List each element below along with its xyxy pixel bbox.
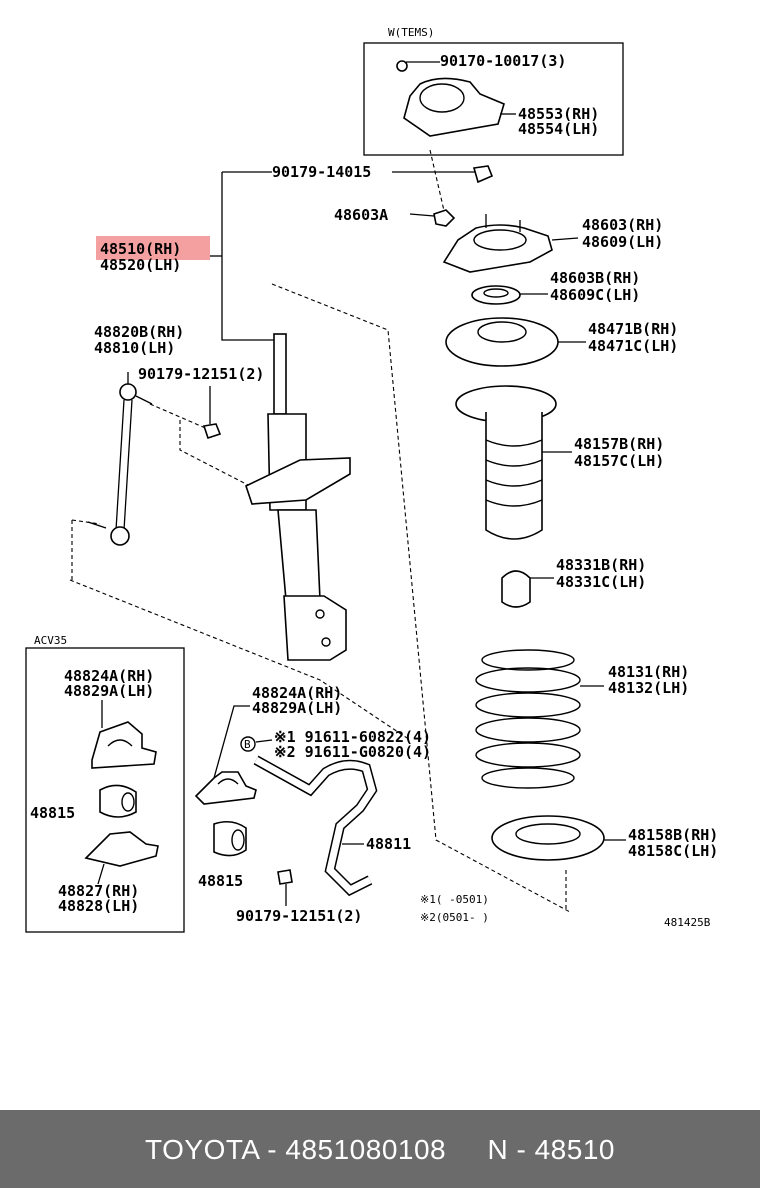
part-label-48157b[interactable]: 48157B(RH) [574,435,664,453]
note-2: ※2(0501- ) [420,911,489,924]
part-label-48820b[interactable]: 48820B(RH) [94,323,184,341]
part-label-48603[interactable]: 48603(RH) [582,216,663,234]
part-label-48603b[interactable]: 48603B(RH) [550,269,640,287]
part-label-48520[interactable]: 48520(LH) [100,256,181,274]
part-label-48815[interactable]: 48815 [198,872,243,890]
inset-part-label-48828[interactable]: 48828(LH) [58,897,139,915]
footer-bar: TOYOTA - 4851080108 N - 48510 [0,1110,760,1188]
link-dash-2 [179,420,251,487]
part-label-48157c[interactable]: 48157C(LH) [574,452,664,470]
assembly-outline [271,283,571,913]
inset-part-label-48824a[interactable]: 48824A(RH) [64,667,154,685]
spring-lower-insulator-icon [491,815,626,861]
nut-icon [396,60,408,72]
part-label-48158c[interactable]: 48158C(LH) [628,842,718,860]
part-label-48158b[interactable]: 48158B(RH) [628,826,718,844]
part-label-90179-12151-lower[interactable]: 90179-12151(2) [236,907,362,925]
bound-stopper-icon [501,570,554,608]
stabilizer-link-icon [87,372,153,546]
inset-part-label-48829a[interactable]: 48829A(LH) [64,682,154,700]
inset-bushing-icon [99,784,137,818]
link-dash [149,403,211,431]
part-label-90179-12151-upper[interactable]: 90179-12151(2) [138,365,264,383]
bearing-icon [471,285,548,305]
spring-upper-seat-icon [445,317,586,367]
tems-group-frame [363,42,624,156]
bar-bracket-icon [194,705,257,805]
part-label-48554[interactable]: 48554(LH) [518,120,599,138]
inset-plate-icon [84,831,159,885]
part-label-48810[interactable]: 48810(LH) [94,339,175,357]
inset-label: ACV35 [34,634,67,647]
coil-spring-icon [475,649,604,789]
assembly-outline-tick [71,519,101,525]
link-nut-icon [202,386,222,440]
support-mount-icon [442,214,579,273]
b-marker: B [244,738,251,751]
part-label-48131[interactable]: 48131(RH) [608,663,689,681]
inset-bracket-icon [91,700,157,769]
group-label: W(TEMS) [388,26,434,39]
part-label-48829a[interactable]: 48829A(LH) [252,699,342,717]
upper-nut-icon [472,165,494,184]
part-label-48510[interactable]: 48510(RH) [100,240,181,258]
inset-part-label-48827[interactable]: 48827(RH) [58,882,139,900]
note-1: ※1( -0501) [420,893,489,906]
mount-nut-icon [409,209,456,227]
mount-dash [429,149,446,216]
part-label-90170-10017[interactable]: 90170-10017(3) [440,52,566,70]
strut-bracket [221,172,278,341]
part-label-90179-14015[interactable]: 90179-14015 [272,163,371,181]
part-label-48609c[interactable]: 48609C(LH) [550,286,640,304]
footer-part-number: TOYOTA - 4851080108 N - 48510 [145,1134,615,1165]
selected-part-highlight [96,236,210,260]
part-label-91611-60822[interactable]: ※1 91611-60822(4) [274,728,431,746]
front-suspension-diagram: W(TEMS) ACV35 [25,26,718,933]
upper-support-icon [403,77,516,137]
part-label-48471b[interactable]: 48471B(RH) [588,320,678,338]
part-label-91611-g0820[interactable]: ※2 91611-G0820(4) [274,743,431,761]
part-label-48132[interactable]: 48132(LH) [608,679,689,697]
assembly-outline-lower [69,579,411,741]
part-label-48471c[interactable]: 48471C(LH) [588,337,678,355]
inset-part-label-48815[interactable]: 48815 [30,804,75,822]
part-label-48331c[interactable]: 48331C(LH) [556,573,646,591]
diagram-code: 481425B [664,916,711,929]
part-label-48553[interactable]: 48553(RH) [518,105,599,123]
acv35-inset-frame [25,647,185,933]
part-label-48824a[interactable]: 48824A(RH) [252,684,342,702]
stabilizer-bar-icon [253,755,378,897]
bar-nut-icon [277,869,293,906]
part-label-48603a[interactable]: 48603A [334,206,388,224]
shock-absorber-icon [245,333,351,661]
part-label-48811[interactable]: 48811 [366,835,411,853]
bar-bushing-icon [213,820,247,857]
part-label-48609[interactable]: 48609(LH) [582,233,663,251]
b-leader [255,739,273,743]
b-marker-icon [240,736,256,752]
bump-stopper-boot-icon [455,385,572,540]
part-label-48331b[interactable]: 48331B(RH) [556,556,646,574]
